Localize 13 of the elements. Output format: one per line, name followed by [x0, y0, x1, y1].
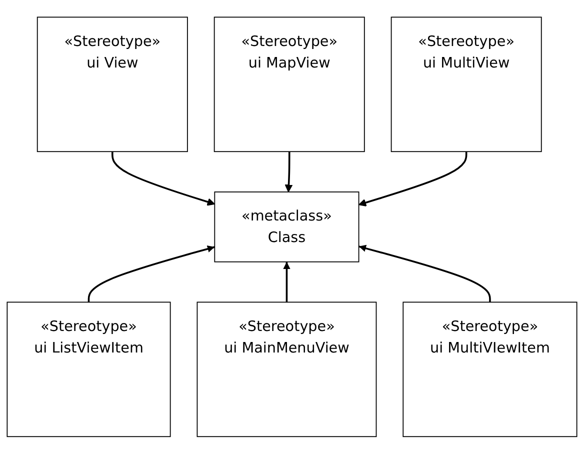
arrow — [358, 244, 491, 302]
node-box: «Stereotype» ui ListViewItem — [6, 302, 171, 438]
node-box: «Stereotype» ui MapView — [214, 16, 365, 152]
arrow — [112, 152, 216, 206]
node-box: «Stereotype» ui View — [36, 16, 188, 152]
node-box: «Stereotype» ui MainMenuView — [196, 302, 377, 438]
arrow — [283, 262, 290, 302]
node-box: «metaclass» Class — [214, 192, 360, 262]
arrow — [358, 152, 468, 207]
arrow — [88, 246, 215, 302]
node-box: «Stereotype» ui MultiVIewItem — [402, 302, 578, 438]
arrow — [284, 152, 293, 192]
node-box: «Stereotype» ui MultiView — [390, 16, 542, 152]
